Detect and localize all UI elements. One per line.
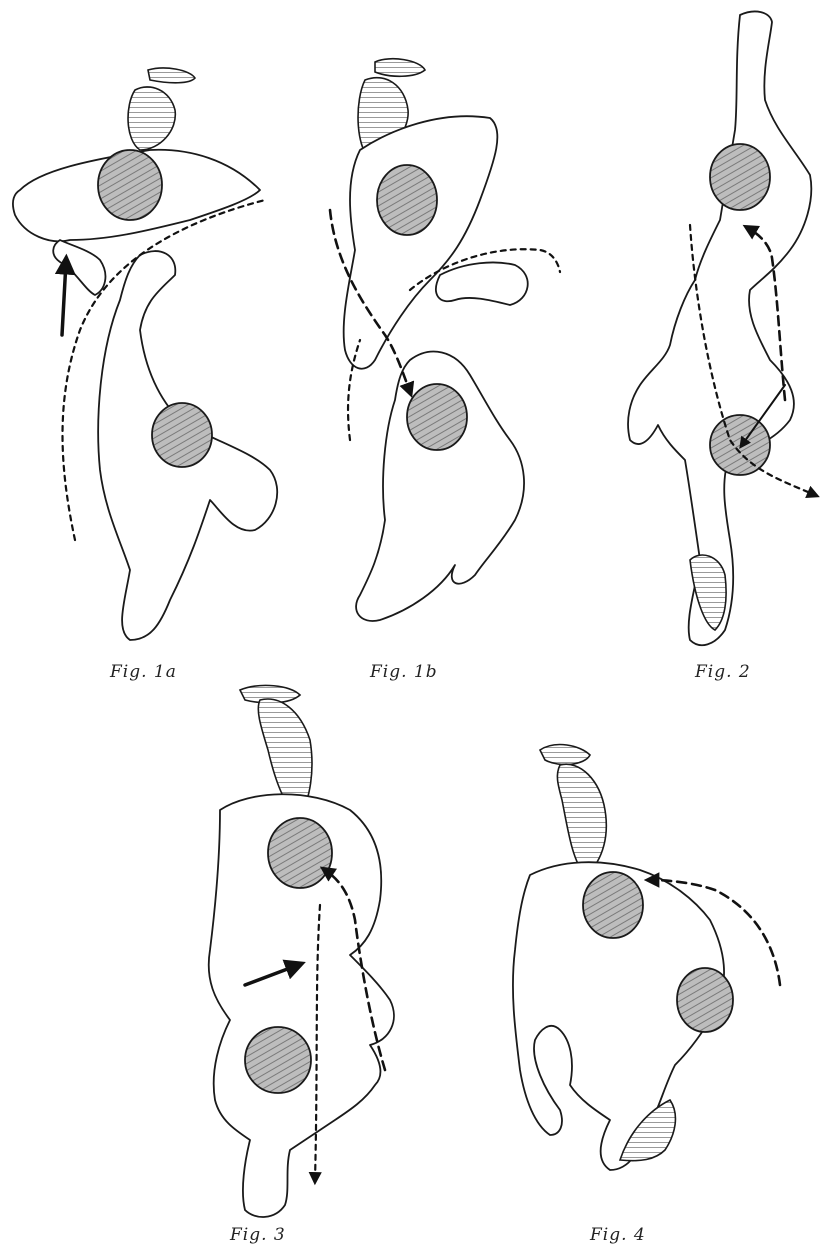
head-shape — [98, 150, 162, 220]
head-shape — [583, 872, 643, 938]
head-shape — [377, 165, 437, 235]
head-shape — [268, 818, 332, 888]
arm-shape — [436, 262, 528, 305]
figure-3-drawing — [190, 680, 450, 1249]
figure-1a-caption: Fig. 1a — [110, 662, 177, 682]
foot-shape — [148, 68, 195, 83]
foot-shape — [375, 59, 425, 77]
head-shape — [710, 144, 770, 210]
figure-2: Fig. 2 — [550, 0, 821, 690]
figure-1b: Fig. 1b — [290, 0, 550, 690]
head-shape — [677, 968, 733, 1032]
leg-shape — [557, 764, 606, 875]
head-shape — [407, 384, 467, 450]
body-group-shape — [628, 11, 811, 645]
leg-shape — [128, 87, 175, 150]
arm-shape — [53, 240, 105, 295]
figure-4-caption: Fig. 4 — [590, 1225, 646, 1245]
foot-shape — [540, 745, 590, 765]
upper-body-shape — [344, 116, 498, 369]
figure-1a-drawing — [0, 0, 290, 690]
head-shape — [245, 1027, 311, 1093]
figure-1b-caption: Fig. 1b — [370, 662, 438, 682]
figure-4: Fig. 4 — [500, 730, 821, 1249]
figure-3: Fig. 3 — [190, 680, 450, 1249]
figure-1b-drawing — [290, 0, 550, 690]
figure-2-drawing — [550, 0, 821, 690]
head-shape — [152, 403, 212, 467]
figure-3-caption: Fig. 3 — [230, 1225, 286, 1245]
figure-2-caption: Fig. 2 — [695, 662, 751, 682]
head-shape — [710, 415, 770, 475]
figure-1a: Fig. 1a — [0, 0, 290, 690]
solid-arrow — [62, 262, 66, 335]
figure-4-drawing — [500, 730, 821, 1249]
